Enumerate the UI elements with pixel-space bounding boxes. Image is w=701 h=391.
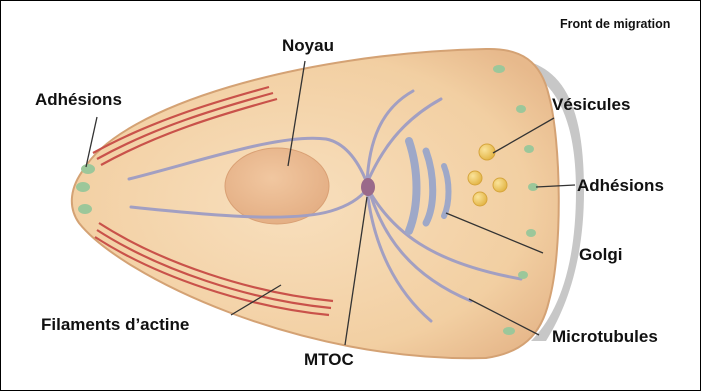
nucleus (225, 148, 329, 224)
label-microtubules: Microtubules (552, 327, 658, 347)
label-front-de-migration: Front de migration (560, 17, 670, 31)
mtoc-body (361, 178, 375, 196)
label-golgi: Golgi (579, 245, 622, 265)
label-vesicules: Vésicules (552, 95, 630, 115)
label-noyau: Noyau (282, 36, 334, 56)
label-adhesions-right: Adhésions (577, 176, 664, 196)
label-adhesions-left: Adhésions (35, 90, 122, 110)
label-mtoc: MTOC (304, 350, 354, 370)
label-filaments-actine: Filaments d’actine (41, 315, 189, 335)
